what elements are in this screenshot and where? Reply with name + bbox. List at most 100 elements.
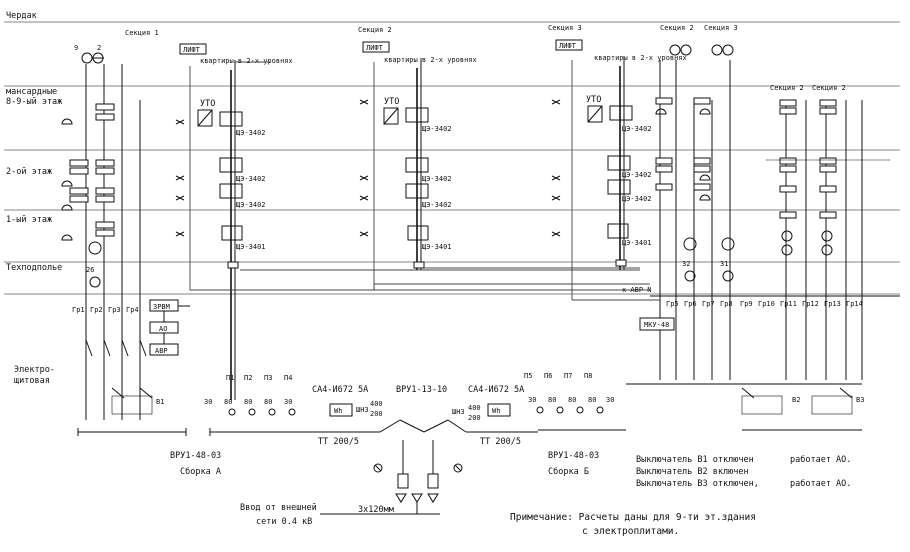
group-gr6: Гр6	[684, 300, 697, 308]
lift-box-2	[362, 41, 390, 53]
lift-box-1	[179, 43, 207, 55]
pde-label-2d: ЩЭ-3401	[422, 243, 452, 251]
rating-8: 80	[568, 396, 576, 404]
right-switchgear: В2 В3	[626, 383, 864, 431]
group-gr4: Гр4	[126, 306, 139, 314]
switch-b3: В3	[856, 396, 864, 404]
input-label-1: Ввод от внешней	[240, 503, 317, 513]
legend-b2: Выключатель В2 включен	[636, 467, 749, 477]
rating-6: 30	[528, 396, 536, 404]
label-switchboard-2: щитовая	[14, 376, 50, 386]
rating-1: 30	[204, 398, 212, 406]
group-gr11: Гр11	[780, 300, 797, 308]
tag-9: 9	[74, 44, 78, 52]
panel-p2: П2	[244, 374, 252, 382]
section-1-label: Секция 1	[125, 29, 159, 37]
label-floor2: 2-ой этаж	[6, 167, 52, 177]
shnz-right: ШНЗ	[452, 408, 465, 416]
zrvm-label: ЗРВМ	[153, 303, 170, 311]
vru-left-label: ВРУ1-48-03	[170, 451, 221, 461]
floor-lines	[4, 21, 900, 295]
pde-label-1c: ЩЭ-3402	[236, 201, 266, 209]
pde-label-1a: ЩЭ-3402	[236, 129, 266, 137]
meter-right-label: СА4-И672 5А	[468, 385, 524, 395]
pde-label-1d: ЩЭ-3401	[236, 243, 266, 251]
ao-label: АО	[159, 325, 167, 333]
riser-breakers	[175, 99, 561, 237]
legend-b3-note: работает АО.	[790, 478, 851, 489]
rating-4: 80	[264, 398, 272, 406]
group-gr1: Гр1	[72, 306, 85, 314]
pde-label-3a: ЩЭ-3402	[622, 125, 652, 133]
lift-box-3	[555, 39, 583, 51]
legend-b1-note: работает АО.	[790, 454, 851, 465]
mku-label: МКУ-48	[644, 321, 669, 329]
group-gr8: Гр8	[720, 300, 733, 308]
panel-p6: П6	[544, 372, 552, 380]
main-vru: СА4-И672 5А СА4-И672 5А ВРУ1-13-10 Wh Wh…	[306, 385, 538, 515]
rating-9: 80	[588, 396, 596, 404]
tag-31: 31	[720, 260, 728, 268]
section-2d-label: Секция 2	[812, 84, 846, 92]
section-3b-label: Секция 3	[704, 24, 738, 32]
feeder-lines	[190, 267, 900, 301]
panel-p4: П4	[284, 374, 292, 382]
vru-main-label: ВРУ1-13-10	[396, 385, 447, 395]
avr-label: АВР	[155, 347, 168, 355]
group-gr9: Гр9	[740, 300, 753, 308]
panels-right: П5 П6 П7 П8 30 80 80 80 30	[524, 372, 626, 431]
ratio-right-bottom: 200	[468, 414, 481, 422]
panel-p3: П3	[264, 374, 272, 382]
section-2-label: Секция 2	[358, 26, 392, 34]
attic-symbol-left: 9 2	[74, 44, 104, 64]
group-gr13: Гр13	[824, 300, 841, 308]
rating-7: 80	[548, 396, 556, 404]
assembly-left-label: Сборка А	[180, 466, 221, 477]
attic-symbol-right	[669, 44, 734, 56]
section-3-label: Секция 3	[548, 24, 582, 32]
assembly-right-label: Сборка Б	[548, 466, 589, 477]
ratio-left-bottom: 200	[370, 410, 383, 418]
tag-2: 2	[97, 44, 101, 52]
group-gr7: Гр7	[702, 300, 715, 308]
pde-label-1b: ЩЭ-3402	[236, 175, 266, 183]
panel-p1: П1	[226, 374, 234, 382]
label-tech: Техподполье	[6, 263, 62, 273]
panel-p5: П5	[524, 372, 532, 380]
ratio-right-top: 400	[468, 404, 481, 412]
pde-label-2c: ЩЭ-3402	[422, 201, 452, 209]
left-switchgear: В1	[77, 339, 187, 436]
group-gr5: Гр5	[666, 300, 679, 308]
lift-label-2: ЛИФТ	[366, 44, 384, 52]
label-floor89: 8-9-ый этаж	[6, 97, 62, 107]
groups-right: Гр5 Гр6 Гр7 Гр8 Гр9 Гр10 Гр11 Гр12 Гр13 …	[666, 300, 863, 308]
label-attic: Чердак	[6, 11, 37, 21]
wh-right: Wh	[492, 407, 500, 415]
section-2c-label: Секция 2	[770, 84, 804, 92]
section-1-riser: ЛИФТ квартиры в 2-х уровнях УТО ЩЭ-3402 …	[179, 43, 293, 400]
rating-3: 80	[244, 398, 252, 406]
group-gr2: Гр2	[90, 306, 103, 314]
group-gr10: Гр10	[758, 300, 775, 308]
note-line-1: Примечание: Расчеты даны для 9-ти эт.зда…	[510, 512, 756, 523]
vru-right-label: ВРУ1-48-03	[548, 451, 599, 461]
label-switchboard-1: Электро-	[14, 365, 55, 375]
meter-left-label: СА4-И672 5А	[312, 385, 368, 395]
groups-left: Гр1 Гр2 Гр3 Гр4	[72, 306, 139, 314]
cable-label: 3х120мм	[358, 505, 394, 515]
label-mansard: мансардные	[6, 87, 57, 97]
ct-left: ТТ 200/5	[318, 437, 359, 447]
tag-32: 32	[682, 260, 690, 268]
panel-p8: П8	[584, 372, 592, 380]
switch-legend: Выключатель В1 отключен работает АО. Вык…	[636, 454, 851, 489]
ct-right: ТТ 200/5	[480, 437, 521, 447]
pde-label-2a: ЩЭ-3402	[422, 125, 452, 133]
panels-left: П1 П2 П3 П4 30 80 80 80 30	[204, 374, 306, 436]
left-risers: 26	[61, 64, 141, 420]
panel-p7: П7	[564, 372, 572, 380]
group-gr14: Гр14	[846, 300, 863, 308]
uto-label-3: УТО	[586, 95, 601, 105]
rating-2: 80	[224, 398, 232, 406]
note-line-2: с электроплитами.	[582, 526, 679, 537]
